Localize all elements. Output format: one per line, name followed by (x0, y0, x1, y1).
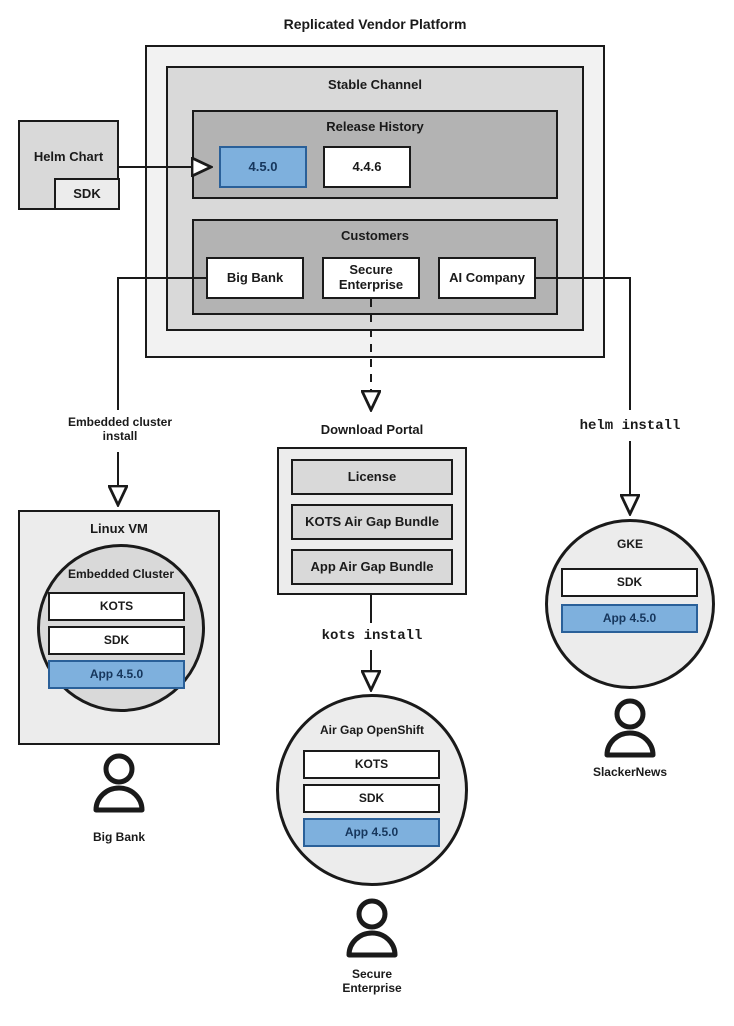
helm-chart-sdk-label: SDK (73, 185, 101, 201)
release-history-label: Release History (326, 118, 424, 134)
helm-chart-label: Helm Chart (33, 148, 104, 164)
linux-vm-component-sdk[interactable] (48, 626, 185, 655)
air-gap-openshift-component-app-label: App 4.5.0 (344, 824, 399, 839)
edge-label-kots-install: kots install (321, 628, 423, 644)
download-portal-item-kots-air-gap-bundle-label: KOTS Air Gap Bundle (305, 513, 439, 529)
customer-ai-company[interactable] (438, 257, 536, 299)
release-item-450-label: 4.5.0 (248, 158, 278, 174)
gke-component-sdk-label: SDK (616, 574, 643, 589)
linux-vm-component-kots[interactable] (48, 592, 185, 621)
air-gap-openshift-title: Air Gap OpenShift (319, 723, 424, 738)
page-title: Replicated Vendor Platform (283, 16, 467, 32)
edge-label-helm-install: helm install (579, 418, 681, 434)
linux-vm-title: Linux VM (90, 520, 148, 536)
linux-vm-customer-label: Big Bank (92, 830, 145, 844)
customer-ai-company-label: AI Company (449, 269, 525, 285)
customer-big-bank[interactable] (206, 257, 304, 299)
release-item-446-label: 4.4.6 (352, 158, 382, 174)
linux-vm-component-app-label: App 4.5.0 (89, 666, 144, 681)
helm-chart-sdk-box[interactable] (54, 178, 120, 210)
embedded-cluster-title: Embedded Cluster (67, 567, 175, 582)
slackernews-person-icon (599, 698, 661, 763)
linux-vm-component-sdk-label: SDK (103, 632, 130, 647)
customer-secure-enterprise-label: Secure Enterprise (338, 262, 404, 292)
linux-vm-component-app[interactable] (48, 660, 185, 689)
air-gap-openshift-component-kots[interactable] (303, 750, 440, 779)
air-gap-openshift-customer-label: Secure Enterprise (342, 967, 402, 996)
gke-component-app[interactable] (561, 604, 698, 633)
customer-secure-enterprise[interactable] (322, 257, 420, 299)
download-portal-item-kots-air-gap-bundle[interactable] (291, 504, 453, 540)
air-gap-openshift-component-app[interactable] (303, 818, 440, 847)
customer-big-bank-label: Big Bank (226, 269, 284, 285)
linux-vm-component-kots-label: KOTS (99, 598, 134, 613)
air-gap-openshift-component-kots-label: KOTS (354, 756, 389, 771)
gke-component-app-label: App 4.5.0 (602, 610, 657, 625)
gke-component-sdk[interactable] (561, 568, 698, 597)
release-item-446[interactable] (323, 146, 411, 188)
release-item-450[interactable] (219, 146, 307, 188)
big-bank-person-icon (88, 753, 150, 818)
download-portal-item-license-label: License (347, 468, 397, 484)
edge-label-embedded-cluster-install: Embedded cluster install (67, 415, 173, 444)
download-portal-item-app-air-gap-bundle-label: App Air Gap Bundle (310, 558, 434, 574)
air-gap-openshift-component-sdk-label: SDK (358, 790, 385, 805)
stable-channel-label: Stable Channel (328, 76, 422, 92)
download-portal-item-app-air-gap-bundle[interactable] (291, 549, 453, 585)
gke-title: GKE (616, 537, 643, 552)
secure-enterprise-person-icon (341, 898, 403, 963)
download-portal-title: Download Portal (320, 422, 424, 437)
download-portal-item-license[interactable] (291, 459, 453, 495)
air-gap-openshift-component-sdk[interactable] (303, 784, 440, 813)
customers-label: Customers (341, 227, 409, 243)
gke-customer-label: SlackerNews (592, 765, 668, 779)
